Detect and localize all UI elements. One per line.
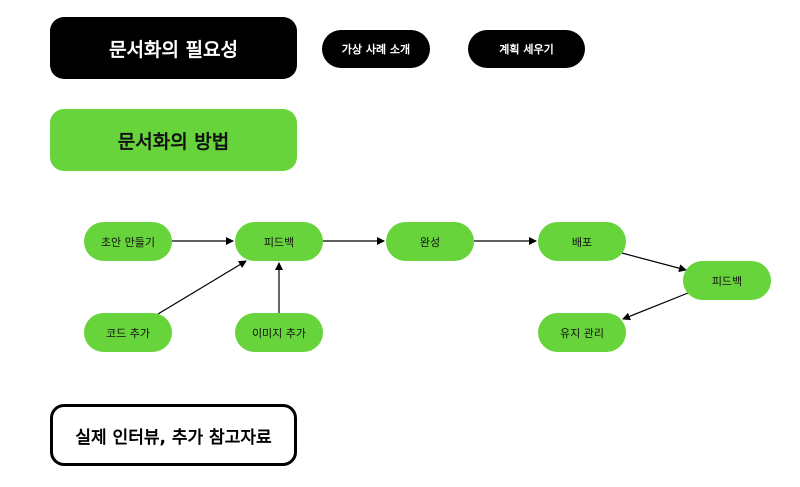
interview-references-button[interactable]: 실제 인터뷰, 추가 참고자료	[50, 404, 297, 466]
node-feedback[interactable]: 피드백	[235, 222, 323, 261]
node-add-image[interactable]: 이미지 추가	[235, 313, 323, 352]
node-maintenance[interactable]: 유지 관리	[538, 313, 626, 352]
necessity-button[interactable]: 문서화의 필요성	[50, 17, 297, 79]
node-feedback-2[interactable]: 피드백	[683, 261, 771, 300]
node-deploy[interactable]: 배포	[538, 222, 626, 261]
planning-button[interactable]: 계획 세우기	[468, 30, 585, 68]
arrow-deploy-to-feedback2	[621, 252, 687, 273]
node-add-code[interactable]: 코드 추가	[84, 313, 172, 352]
arrow-feedback2-to-maintenance	[622, 292, 689, 321]
node-complete[interactable]: 완성	[386, 222, 474, 261]
arrow-code-to-feedback	[157, 260, 247, 315]
node-draft[interactable]: 초안 만들기	[84, 222, 172, 261]
method-header-button[interactable]: 문서화의 방법	[50, 109, 297, 171]
case-intro-button[interactable]: 가상 사례 소개	[322, 30, 430, 68]
